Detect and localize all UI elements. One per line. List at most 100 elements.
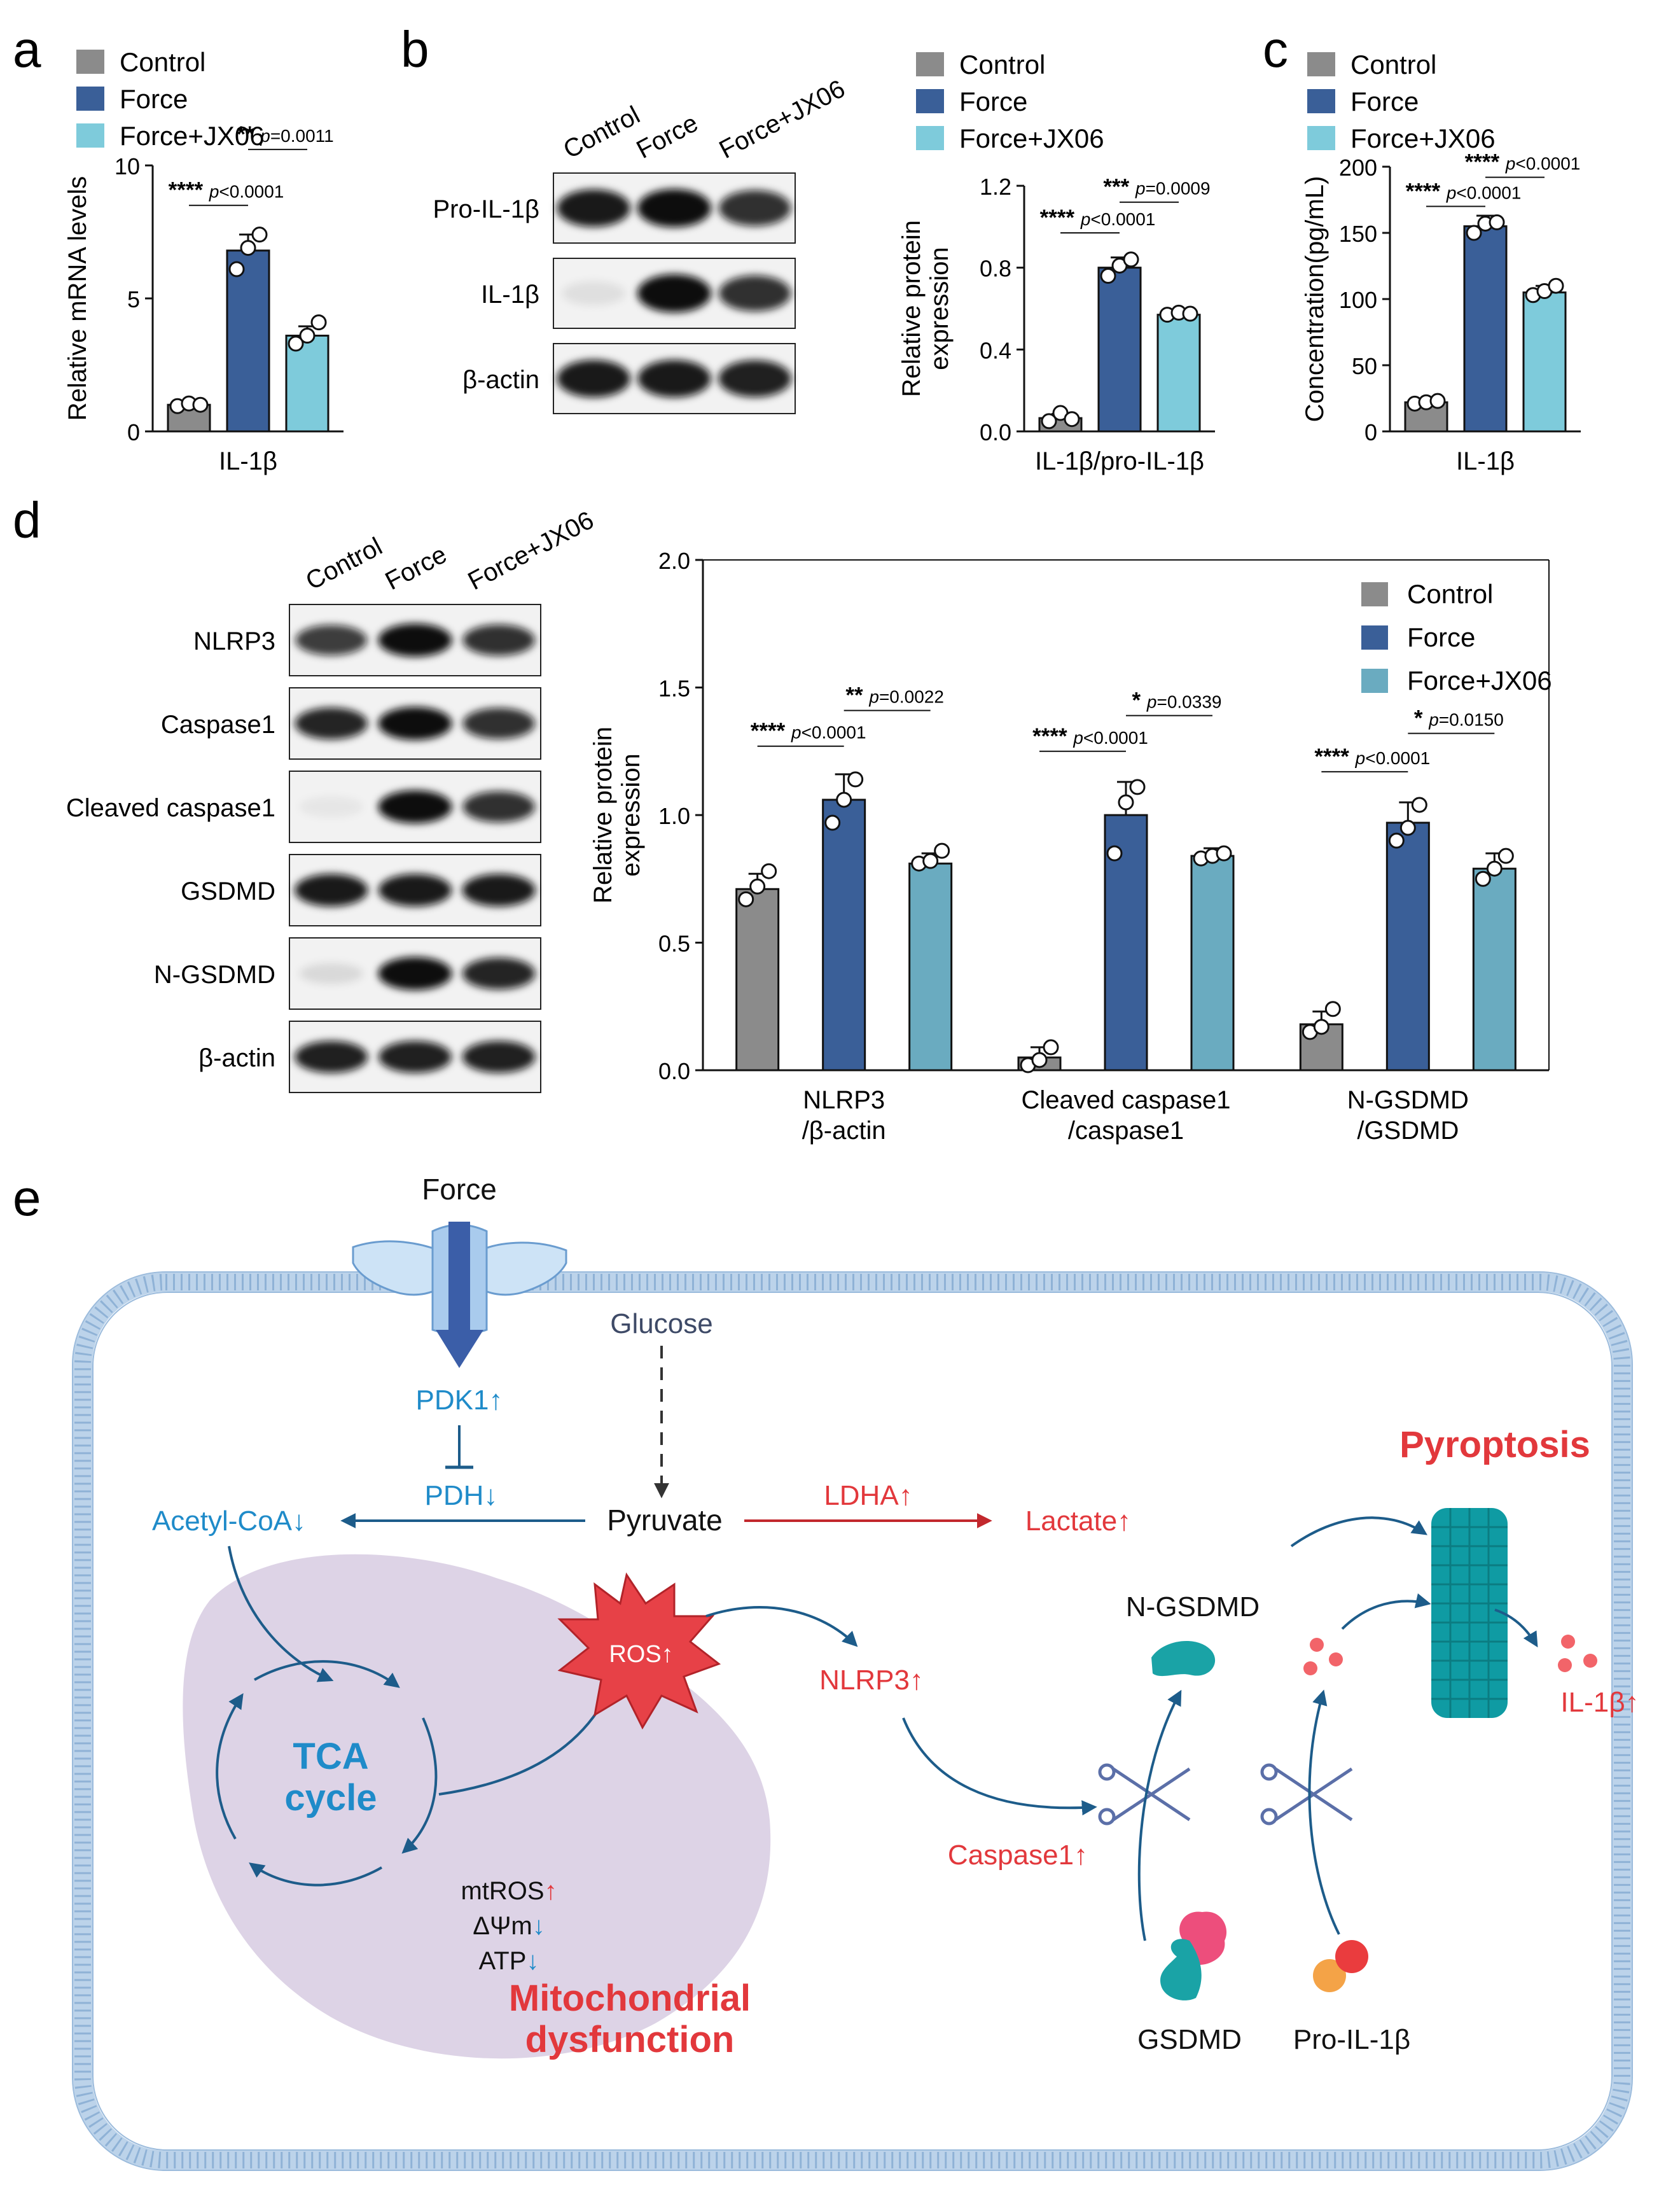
y-tick-label: 0 bbox=[127, 419, 140, 445]
x-tick-label: N-GSDMD bbox=[1347, 1086, 1469, 1114]
y-axis-label: Relative proteinexpression bbox=[589, 727, 645, 904]
y-axis-label: Relative mRNA levels bbox=[64, 176, 92, 421]
pathway-diagram: Force Glucose PDK1↑ PDH↓ Acetyl-CoA↓ Pyr… bbox=[72, 1173, 1639, 2171]
blot-band bbox=[557, 189, 630, 227]
blot-row-label: β-actin bbox=[462, 366, 539, 394]
data-point bbox=[1129, 779, 1146, 795]
legend-swatch-control bbox=[1361, 582, 1388, 606]
gsdmd-pore-icon bbox=[1431, 1508, 1508, 1718]
pdh-label: PDH↓ bbox=[425, 1480, 498, 1511]
data-point bbox=[1548, 277, 1564, 294]
legend-label-control: Control bbox=[120, 47, 205, 77]
force-channel-icon bbox=[352, 1222, 567, 1368]
data-point bbox=[761, 863, 777, 879]
legend-label-control: Control bbox=[959, 50, 1045, 80]
pro-il1b-icon bbox=[1313, 1940, 1368, 1992]
significance-label: ** p=0.0022 bbox=[845, 683, 944, 708]
cell-membrane-inner-line bbox=[92, 1292, 1613, 2151]
blot-band bbox=[462, 958, 536, 989]
blot-band bbox=[378, 624, 452, 657]
gsdmd-icon bbox=[1160, 1911, 1227, 2000]
bar bbox=[822, 799, 866, 1072]
blot-row-label: IL-1β bbox=[481, 281, 539, 309]
cell-membrane-outer-line bbox=[72, 1271, 1633, 2171]
blot-band bbox=[378, 790, 452, 823]
significance-label: **** p<0.0001 bbox=[169, 178, 284, 203]
pyroptosis-label: Pyroptosis bbox=[1399, 1424, 1590, 1465]
tca-cycle-arc-4 bbox=[216, 1693, 244, 1839]
data-point bbox=[1041, 413, 1057, 429]
panel-letter-c: c bbox=[1263, 21, 1288, 78]
y-tick-label: 0.8 bbox=[980, 256, 1011, 282]
data-point bbox=[934, 842, 950, 859]
bar bbox=[1190, 855, 1235, 1072]
mitochondrial-label: Mitochondrial bbox=[509, 1978, 751, 2019]
data-point bbox=[836, 792, 852, 808]
legend-swatch-jx06 bbox=[76, 123, 104, 148]
legend-label-force: Force bbox=[959, 87, 1027, 116]
ros-label: ROS↑ bbox=[609, 1641, 673, 1668]
scissors-icon bbox=[1098, 1763, 1191, 1825]
data-point bbox=[1118, 794, 1134, 811]
legend-swatch-jx06 bbox=[916, 126, 944, 150]
glucose-label: Glucose bbox=[610, 1308, 712, 1339]
tca-cycle-arc-1 bbox=[254, 1660, 400, 1688]
bar bbox=[1097, 267, 1142, 433]
lane-label: Force+JX06 bbox=[715, 74, 850, 164]
data-point bbox=[192, 396, 209, 413]
y-tick-label: 5 bbox=[127, 286, 140, 312]
caspase1-label: Caspase1↑ bbox=[948, 1839, 1088, 1871]
lane-label: Control bbox=[302, 533, 387, 596]
legend-label-control: Control bbox=[1407, 579, 1493, 609]
blot-band bbox=[295, 708, 368, 739]
lane-label: Force bbox=[632, 109, 703, 164]
blot-band bbox=[300, 796, 363, 818]
lane-label: Force bbox=[381, 540, 452, 596]
tca-label: TCA bbox=[293, 1736, 368, 1777]
tca-cycle-arc-3 bbox=[249, 1862, 382, 1887]
blot-row-label: GSDMD bbox=[181, 877, 275, 905]
y-axis-label: Relative proteinexpression bbox=[898, 220, 954, 397]
pro-il1b-label: Pro-IL-1β bbox=[1293, 2024, 1410, 2055]
y-tick-label: 150 bbox=[1339, 221, 1377, 247]
blot-row-label: β-actin bbox=[198, 1044, 275, 1072]
legend-swatch-jx06 bbox=[1307, 126, 1335, 150]
y-tick-label: 0 bbox=[1364, 419, 1377, 445]
y-tick-label: 1.0 bbox=[658, 803, 690, 829]
scissors-icon bbox=[1260, 1763, 1353, 1825]
blot-band bbox=[462, 1040, 536, 1073]
pdk1-label: PDK1↑ bbox=[416, 1385, 503, 1416]
blot-band bbox=[295, 625, 368, 655]
y-tick-label: 10 bbox=[115, 153, 140, 179]
released-il1b-icon bbox=[1558, 1635, 1597, 1672]
x-tick-label: IL-1β bbox=[219, 447, 277, 475]
data-point bbox=[1486, 860, 1503, 877]
data-point bbox=[251, 227, 268, 243]
data-point bbox=[824, 814, 841, 831]
y-tick-label: 200 bbox=[1339, 155, 1377, 181]
bar bbox=[1385, 821, 1430, 1072]
tca-cycle-arc-2 bbox=[401, 1717, 438, 1854]
y-axis-label: Concentration(pg/mL) bbox=[1301, 176, 1329, 422]
legend-label-force: Force bbox=[1407, 622, 1475, 652]
legend-label-force: Force bbox=[1350, 87, 1419, 116]
bar bbox=[226, 249, 270, 433]
blot-row-label: N-GSDMD bbox=[154, 961, 275, 989]
legend-swatch-jx06 bbox=[1361, 669, 1388, 693]
lane-label: Control bbox=[559, 101, 645, 164]
significance-label: ** p=0.0011 bbox=[237, 122, 333, 147]
y-tick-label: 0.4 bbox=[980, 337, 1011, 363]
bar bbox=[1472, 867, 1517, 1072]
delta-psi-label: ΔΨm↓ bbox=[473, 1912, 545, 1940]
blot-band bbox=[378, 874, 452, 907]
n-gsdmd-label: N-GSDMD bbox=[1126, 1591, 1260, 1623]
legend-label-jx06: Force+JX06 bbox=[959, 123, 1104, 153]
gsdmd-cleavage-arrow bbox=[1137, 1689, 1182, 1941]
blot-band bbox=[718, 360, 791, 398]
blot-band bbox=[378, 707, 452, 740]
nlrp3-to-caspase1-arrow bbox=[902, 1717, 1097, 1816]
blot-row-label: Pro-IL-1β bbox=[433, 195, 540, 223]
data-point bbox=[1313, 1019, 1329, 1035]
significance-label: **** p<0.0001 bbox=[1040, 206, 1156, 230]
blot-band bbox=[637, 360, 711, 398]
